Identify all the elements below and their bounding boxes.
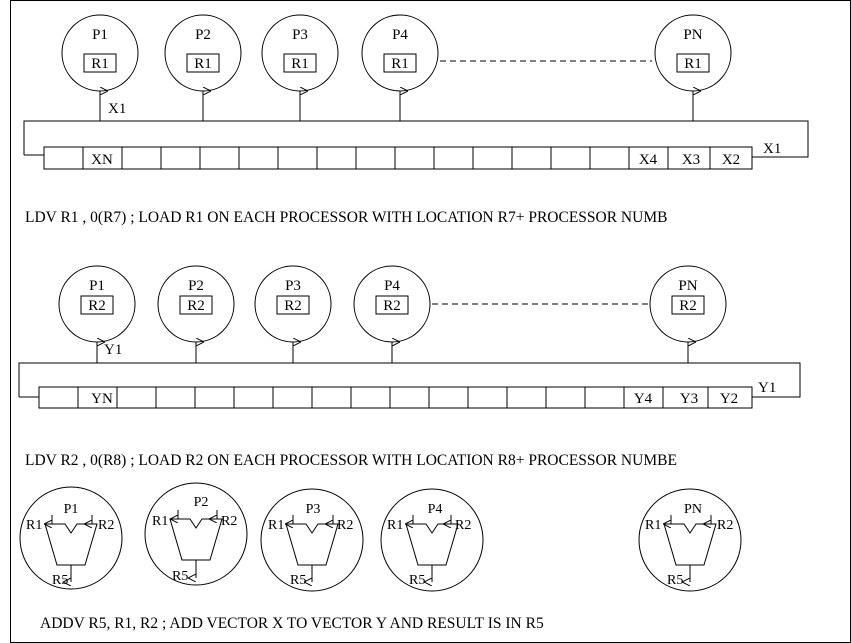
- register-box: [186, 53, 220, 73]
- alu-shape: [169, 518, 223, 561]
- alu-name: PN: [684, 502, 702, 517]
- register-label: R2: [284, 298, 302, 314]
- alu-shape: [663, 523, 717, 566]
- alu-shape: [405, 523, 459, 566]
- alu-input-2: R2: [717, 518, 733, 533]
- alu-name: P2: [194, 495, 209, 510]
- register-label: R1: [291, 56, 309, 72]
- processor-name: P2: [195, 27, 211, 43]
- alu-p4: P4 R1 R2 R5: [380, 488, 484, 592]
- memory-cell-y2: Y2: [720, 391, 738, 407]
- alu-input-2: R2: [98, 518, 114, 533]
- section-3: P1 R1 R2 R5 P2 R1 R2 R5 P3 R1 R2: [19, 482, 742, 632]
- alu-p2: P2 R1 R2 R5: [144, 482, 248, 586]
- memory-dividers: [77, 387, 709, 408]
- processor-pn: PN R1: [654, 14, 732, 92]
- alu-input-1: R1: [645, 518, 661, 533]
- processor-p2: P2 R2: [157, 265, 235, 343]
- memory-cell-x4: X4: [639, 152, 658, 168]
- processor-name: P4: [392, 27, 408, 43]
- memory-cell-x2: X2: [722, 152, 740, 168]
- alu-output: R5: [172, 569, 188, 584]
- bus-label-top: X1: [108, 101, 126, 117]
- memory-label-right: Y1: [758, 380, 776, 396]
- register-box: [83, 53, 117, 73]
- outer-frame: [10, 0, 851, 643]
- register-label: R2: [88, 298, 106, 314]
- register-box: [283, 53, 317, 73]
- register-box: [80, 295, 114, 315]
- processor-p4: P4 R2: [353, 265, 431, 343]
- alu-input-2: R2: [221, 514, 237, 529]
- register-box: [179, 295, 213, 315]
- memory-row: [43, 146, 753, 170]
- register-box: [383, 53, 417, 73]
- processor-p2: P2 R1: [164, 14, 242, 92]
- memory-cell-y4: Y4: [634, 391, 653, 407]
- processor-name: P1: [92, 27, 108, 43]
- processor-name: PN: [678, 278, 697, 294]
- register-label: R1: [91, 56, 109, 72]
- alu-pn: PN R1 R2 R5: [638, 488, 742, 592]
- alu-output: R5: [52, 573, 68, 588]
- memory-dividers: [82, 147, 711, 169]
- register-box: [676, 53, 710, 73]
- memory-row: [38, 386, 753, 409]
- processor-name: P3: [285, 278, 301, 294]
- alu-p3: P3 R1 R2 R5: [260, 488, 364, 592]
- register-label: R1: [391, 56, 409, 72]
- processor-p1: P1 R1: [61, 14, 139, 92]
- processor-name: P4: [384, 278, 400, 294]
- alu-output: R5: [290, 573, 306, 588]
- bus-loop: [23, 120, 809, 158]
- processor-name: P3: [292, 27, 308, 43]
- register-label: R2: [679, 298, 697, 314]
- register-label: R2: [187, 298, 205, 314]
- caption-2: LDV R2 , 0(R8) ; LOAD R2 ON EACH PROCESS…: [25, 452, 677, 469]
- section-2: P1 R2 P2 R2 P3 R2 P4 R2 PN R2: [18, 265, 801, 469]
- memory-cell-x3: X3: [682, 152, 700, 168]
- alu-input-1: R1: [268, 518, 284, 533]
- alu-output: R5: [667, 573, 683, 588]
- alu-name: P1: [64, 502, 79, 517]
- bus-label-top: Y1: [104, 342, 122, 358]
- processor-p1: P1 R2: [58, 265, 136, 343]
- processor-name: P2: [188, 278, 204, 294]
- register-label: R1: [194, 56, 212, 72]
- processor-p4: P4 R1: [361, 14, 439, 92]
- processor-name: P1: [89, 278, 105, 294]
- alu-shape: [285, 523, 339, 566]
- memory-label-right: X1: [763, 141, 781, 157]
- alu-input-1: R1: [387, 518, 403, 533]
- register-box: [671, 295, 705, 315]
- memory-cell-y3: Y3: [680, 391, 698, 407]
- register-label: R1: [684, 56, 702, 72]
- alu-input-2: R2: [455, 518, 471, 533]
- processor-name: PN: [683, 27, 702, 43]
- bus-loop: [18, 362, 801, 398]
- alu-name: P4: [428, 502, 443, 517]
- memory-cell-xn: XN: [91, 152, 113, 168]
- processor-p3: P3 R2: [254, 265, 332, 343]
- alu-name: P3: [306, 502, 321, 517]
- alu-output: R5: [409, 573, 425, 588]
- alu-input-1: R1: [26, 518, 42, 533]
- processor-p3: P3 R1: [261, 14, 339, 92]
- caption-3: ADDV R5, R1, R2 ; ADD VECTOR X TO VECTOR…: [40, 615, 544, 632]
- alu-p1: P1 R1 R2 R5: [19, 486, 123, 590]
- processor-pn: PN R2: [649, 265, 727, 343]
- caption-1: LDV R1 , 0(R7) ; LOAD R1 ON EACH PROCESS…: [25, 209, 667, 226]
- register-box: [375, 295, 409, 315]
- memory-cell-yn: YN: [91, 391, 113, 407]
- register-label: R2: [383, 298, 401, 314]
- alu-shape: [44, 523, 98, 566]
- register-box: [276, 295, 310, 315]
- alu-input-1: R1: [152, 514, 168, 529]
- section-1: P1 R1 P2 R1 P3 R1 P4 R1 PN R1: [23, 14, 809, 226]
- alu-input-2: R2: [337, 518, 353, 533]
